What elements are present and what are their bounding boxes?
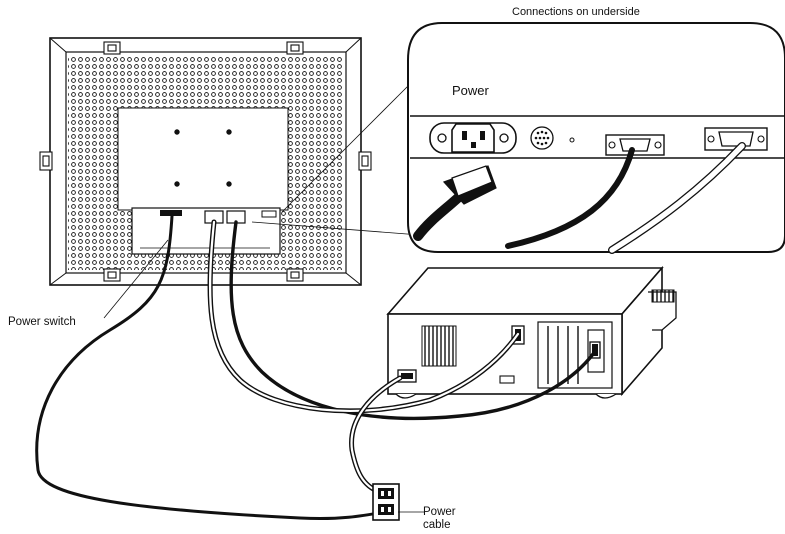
computer-vent [421,325,457,367]
power-label: Power [452,83,489,98]
monitor-inner-frame [65,51,347,274]
connections-inset [251,22,785,254]
inset-power-cable [413,191,465,241]
power-cable-label-line2: cable [423,518,451,531]
power-cable-label: Power cable [423,506,483,531]
inset-dsub-connector-2 [704,127,768,151]
monitor-back-plate [117,107,289,211]
connections-title: Connections on underside [512,6,640,18]
cables [35,214,598,521]
monitor [39,37,372,286]
inset-video-cable [505,147,635,249]
monitor-serial-cable [208,220,520,412]
power-switch-leader [103,239,169,319]
inset-power-inlet [429,122,517,154]
computer [386,265,677,399]
inset-serial-cable [609,143,745,253]
computer-power-cord [350,376,402,494]
monitor-power-cord [35,214,386,521]
inset-round-connector [530,126,554,150]
wall-outlet [372,483,400,521]
power-cable-label-line1: Power [423,506,456,518]
power-switch-label: Power switch [8,316,76,328]
inset-dsub-connector-1 [605,134,665,156]
